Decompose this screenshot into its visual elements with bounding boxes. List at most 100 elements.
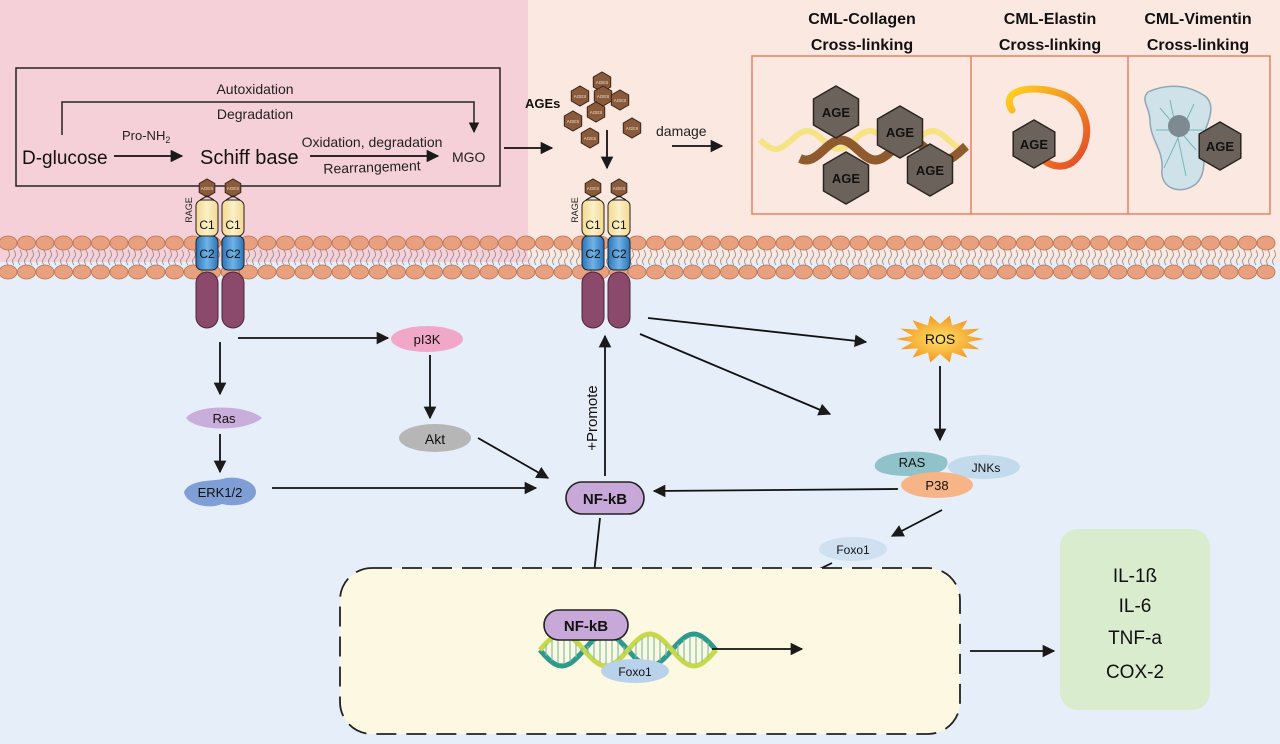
lipid-head-outer <box>868 235 887 251</box>
jnks-label: JNKs <box>972 461 1001 475</box>
lipid-head-inner <box>794 264 813 280</box>
lipid-tails <box>6 249 1276 266</box>
lipid-head-outer <box>387 235 406 251</box>
receptor-intracellular-domain <box>221 271 245 329</box>
lipid-head-inner <box>646 264 665 280</box>
foxo1-label: Foxo1 <box>836 543 870 557</box>
lipid-head-outer <box>1201 235 1220 251</box>
receptor-c1-label: C1 <box>225 218 241 232</box>
lipid-head-inner <box>1090 264 1109 280</box>
lipid-head-inner <box>387 264 406 280</box>
lipid-head-inner <box>91 264 110 280</box>
lipid-head-outer <box>997 235 1017 251</box>
receptor-c2-domain <box>195 235 219 271</box>
ras-label: Ras <box>212 411 236 426</box>
bound-ages-label: AGES <box>201 186 214 191</box>
pro-nh2-label: Pro-NH2 <box>122 128 170 145</box>
lipid-head-inner <box>960 264 980 280</box>
lipid-head-inner <box>294 264 314 280</box>
ages-hexagon <box>580 127 600 149</box>
lipid-head-outer <box>1127 235 1146 251</box>
ages-synthesis-box: Autoxidation Degradation D-glucose Pro-N… <box>15 67 554 187</box>
lipid-head-inner <box>257 264 277 280</box>
collagen-title-2: Cross-linking <box>811 37 913 54</box>
cytokine-il1b: IL-1ß <box>1113 566 1157 587</box>
lipid-head-inner <box>479 264 499 280</box>
damage-label: damage <box>656 123 707 139</box>
lipid-head-outer <box>1034 235 1054 251</box>
lipid-head-outer <box>886 235 906 251</box>
nucleus-foxo1-node <box>601 659 669 683</box>
receptor-c2-label: C2 <box>199 247 215 261</box>
lipid-head-outer <box>1256 235 1276 251</box>
degradation-label: Degradation <box>217 106 293 122</box>
lipid-head-outer <box>683 235 702 251</box>
pi3k-ras-pathway: pI3K Akt Ras ERK1/2 <box>184 326 550 507</box>
jnks-node <box>948 455 1020 479</box>
p38-node <box>901 472 973 498</box>
lipid-head-inner <box>849 264 869 280</box>
lipid-head-inner <box>886 264 906 280</box>
lipid-head-outer <box>960 235 980 251</box>
lipid-head-inner <box>461 264 480 280</box>
lipid-head-inner <box>757 264 776 280</box>
lipid-head-inner <box>109 264 129 280</box>
lipid-head-outer <box>849 235 869 251</box>
lipid-head-inner <box>0 264 18 280</box>
promote-label: +Promote <box>584 385 601 450</box>
akt-label: Akt <box>425 431 445 447</box>
receptor-intracellular-domain <box>195 271 219 329</box>
pi3k-label: pI3K <box>414 332 441 347</box>
elastin-fiber <box>1005 85 1091 170</box>
lipid-head-outer <box>54 235 73 251</box>
lipid-head-inner <box>128 264 147 280</box>
ages-hexagon <box>592 71 612 93</box>
bound-ages-label: AGES <box>227 186 240 191</box>
lipid-head-outer <box>461 235 480 251</box>
lipid-head-outer <box>1016 235 1035 251</box>
age-hexagon <box>1012 119 1056 169</box>
lipid-head-outer <box>276 235 295 251</box>
ages-hexagon-label: AGES <box>574 94 587 99</box>
receptor-c2-domain <box>221 235 245 271</box>
lipid-head-outer <box>812 235 832 251</box>
lipid-head-inner <box>868 264 887 280</box>
ages-hexagon <box>570 85 590 107</box>
lipid-head-inner <box>239 264 258 280</box>
vimentin-nucleus <box>1168 115 1190 137</box>
receptor-c1-label: C1 <box>585 218 601 232</box>
lipid-head-outer <box>1145 235 1165 251</box>
cytokine-tnfa: TNF-a <box>1108 628 1162 649</box>
receptor-c2-domain <box>607 235 631 271</box>
lipid-head-inner <box>17 264 36 280</box>
lipid-head-outer <box>627 235 647 251</box>
ages-hexagon-label: AGES <box>567 119 580 124</box>
nfkb-central: NF-kB +Promote <box>565 334 645 594</box>
synthesis-border <box>15 67 501 187</box>
rage-to-ros-arrow <box>647 317 868 348</box>
receptor-ligand-binding <box>585 195 601 201</box>
rearrangement-label: Rearrangement <box>323 157 421 176</box>
lipid-head-inner <box>72 264 92 280</box>
lipid-head-outer <box>294 235 314 251</box>
lipid-head-inner <box>405 264 425 280</box>
ros-mapk-pathway: ROS RAS JNKs P38 Foxo1 <box>639 315 1020 621</box>
erk-label: ERK1/2 <box>198 485 243 500</box>
lipid-head-inner <box>942 264 961 280</box>
lipid-head-inner <box>424 264 443 280</box>
crosslinking-panels: CML-Collagen Cross-linking CML-Elastin C… <box>751 11 1271 215</box>
lipid-head-outer <box>128 235 147 251</box>
lipid-head-outer <box>553 235 573 251</box>
lipid-head-outer <box>738 235 758 251</box>
lipid-head-inner <box>627 264 647 280</box>
lipid-head-inner <box>498 264 517 280</box>
lipid-head-outer <box>91 235 110 251</box>
age-hexagon <box>906 143 954 197</box>
ages-hexagon <box>586 101 606 123</box>
age-hexagon-label: AGE <box>916 163 945 178</box>
lipid-head-inner <box>313 264 332 280</box>
